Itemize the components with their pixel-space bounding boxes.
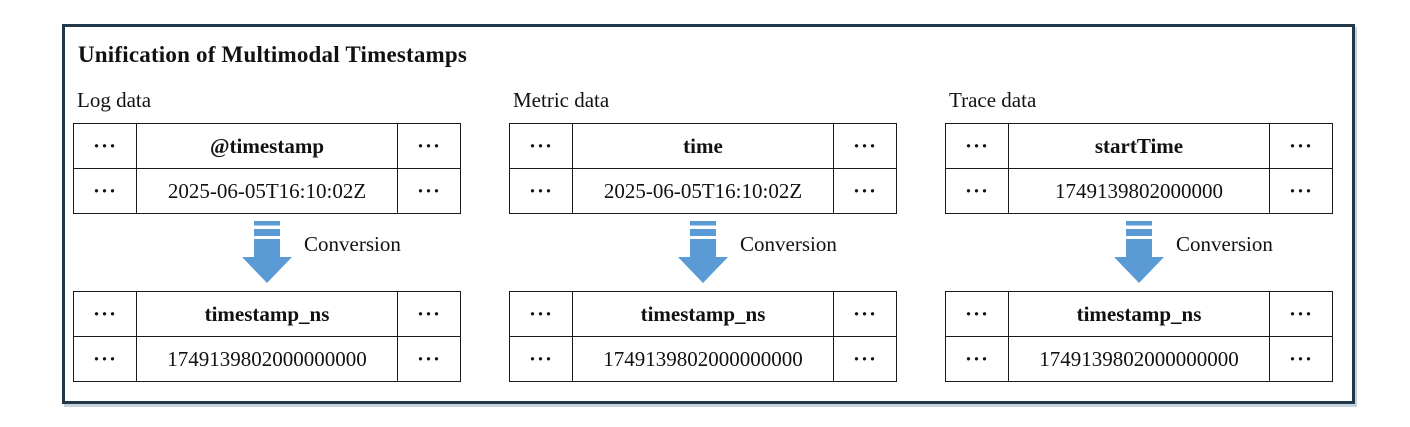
- ellipsis-cell: ···: [945, 123, 1009, 169]
- ellipsis-cell: ···: [397, 168, 461, 214]
- table-row: ··· timestamp_ns ···: [73, 291, 461, 337]
- ellipsis-cell: ···: [509, 291, 573, 337]
- striped-down-arrow-icon: [1114, 221, 1164, 283]
- trace-target-table: ··· timestamp_ns ··· ··· 174913980200000…: [945, 291, 1333, 382]
- metric-target-header-cell: timestamp_ns: [572, 291, 834, 337]
- log-target-value-cell: 1749139802000000000: [136, 336, 398, 382]
- table-row: ··· @timestamp ···: [73, 123, 461, 169]
- diagram-frame: Unification of Multimodal Timestamps Log…: [62, 24, 1355, 404]
- ellipsis-cell: ···: [397, 123, 461, 169]
- ellipsis-cell: ···: [945, 291, 1009, 337]
- diagram-title: Unification of Multimodal Timestamps: [78, 42, 468, 67]
- column-label-metric: Metric data: [513, 88, 610, 112]
- ellipsis-cell: ···: [833, 291, 897, 337]
- ellipsis-cell: ···: [73, 291, 137, 337]
- column-trace-data: Trace data ··· startTime ··· ··· 1749139…: [945, 88, 1333, 382]
- ellipsis-cell: ···: [1269, 168, 1333, 214]
- table-row: ··· timestamp_ns ···: [509, 291, 897, 337]
- ellipsis-cell: ···: [945, 168, 1009, 214]
- log-source-header-cell: @timestamp: [136, 123, 398, 169]
- striped-down-arrow-icon: [678, 221, 728, 283]
- ellipsis-cell: ···: [945, 336, 1009, 382]
- table-row: ··· timestamp_ns ···: [945, 291, 1333, 337]
- striped-down-arrow-icon: [242, 221, 292, 283]
- conversion-row: Conversion: [73, 214, 461, 291]
- ellipsis-cell: ···: [1269, 291, 1333, 337]
- log-target-table: ··· timestamp_ns ··· ··· 174913980200000…: [73, 291, 461, 382]
- ellipsis-cell: ···: [509, 123, 573, 169]
- table-row: ··· 1749139802000000000 ···: [509, 336, 897, 382]
- trace-source-header-cell: startTime: [1008, 123, 1270, 169]
- ellipsis-cell: ···: [73, 168, 137, 214]
- table-row: ··· 2025-06-05T16:10:02Z ···: [73, 168, 461, 214]
- metric-source-value-cell: 2025-06-05T16:10:02Z: [572, 168, 834, 214]
- log-source-table: ··· @timestamp ··· ··· 2025-06-05T16:10:…: [73, 123, 461, 214]
- conversion-label: Conversion: [740, 232, 837, 256]
- column-label-trace: Trace data: [949, 88, 1037, 112]
- conversion-row: Conversion: [509, 214, 897, 291]
- metric-target-value-cell: 1749139802000000000: [572, 336, 834, 382]
- column-label-log: Log data: [77, 88, 152, 112]
- conversion-label: Conversion: [1176, 232, 1273, 256]
- table-row: ··· 1749139802000000000 ···: [945, 336, 1333, 382]
- conversion-row: Conversion: [945, 214, 1333, 291]
- table-row: ··· 2025-06-05T16:10:02Z ···: [509, 168, 897, 214]
- metric-source-header-cell: time: [572, 123, 834, 169]
- ellipsis-cell: ···: [833, 336, 897, 382]
- log-source-value-cell: 2025-06-05T16:10:02Z: [136, 168, 398, 214]
- trace-target-header-cell: timestamp_ns: [1008, 291, 1270, 337]
- table-row: ··· startTime ···: [945, 123, 1333, 169]
- ellipsis-cell: ···: [509, 168, 573, 214]
- trace-source-table: ··· startTime ··· ··· 1749139802000000 ·…: [945, 123, 1333, 214]
- ellipsis-cell: ···: [509, 336, 573, 382]
- ellipsis-cell: ···: [833, 168, 897, 214]
- ellipsis-cell: ···: [397, 336, 461, 382]
- table-row: ··· time ···: [509, 123, 897, 169]
- metric-target-table: ··· timestamp_ns ··· ··· 174913980200000…: [509, 291, 897, 382]
- trace-source-value-cell: 1749139802000000: [1008, 168, 1270, 214]
- table-row: ··· 1749139802000000000 ···: [73, 336, 461, 382]
- column-log-data: Log data ··· @timestamp ··· ··· 2025-06-…: [73, 88, 461, 382]
- ellipsis-cell: ···: [1269, 336, 1333, 382]
- column-metric-data: Metric data ··· time ··· ··· 2025-06-05T…: [509, 88, 897, 382]
- ellipsis-cell: ···: [73, 123, 137, 169]
- metric-source-table: ··· time ··· ··· 2025-06-05T16:10:02Z ··…: [509, 123, 897, 214]
- ellipsis-cell: ···: [1269, 123, 1333, 169]
- table-row: ··· 1749139802000000 ···: [945, 168, 1333, 214]
- columns-row: Log data ··· @timestamp ··· ··· 2025-06-…: [73, 88, 1352, 382]
- trace-target-value-cell: 1749139802000000000: [1008, 336, 1270, 382]
- log-target-header-cell: timestamp_ns: [136, 291, 398, 337]
- conversion-label: Conversion: [304, 232, 401, 256]
- ellipsis-cell: ···: [397, 291, 461, 337]
- ellipsis-cell: ···: [73, 336, 137, 382]
- ellipsis-cell: ···: [833, 123, 897, 169]
